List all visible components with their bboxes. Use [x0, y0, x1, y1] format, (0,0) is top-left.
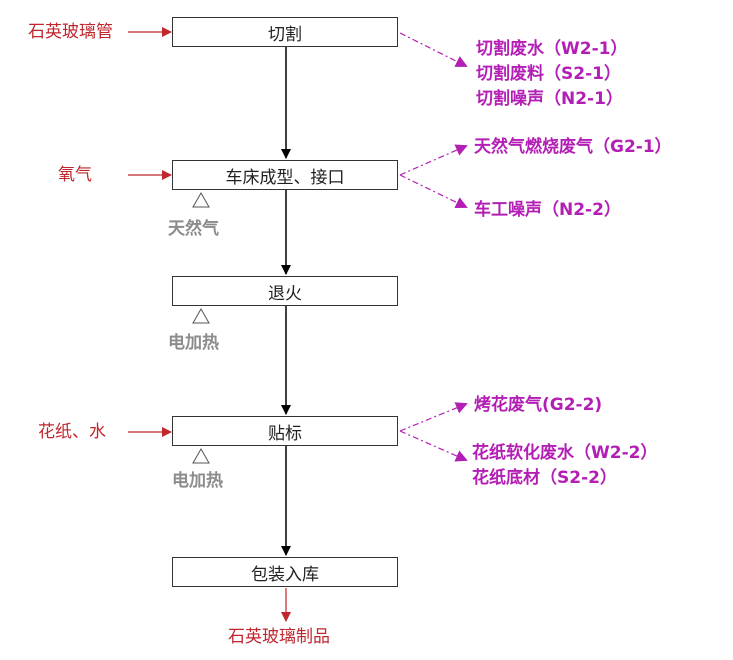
input-label-label: 花纸、水 — [38, 422, 106, 442]
energy-anneal-label: 电加热 — [168, 333, 219, 353]
final-product-label: 石英玻璃制品 — [228, 627, 330, 647]
energy-label-label: 电加热 — [172, 471, 223, 491]
output-arrow-label-gas — [399, 402, 468, 432]
energy-triangle-label — [192, 447, 210, 464]
output-lathe-gas: 天然气燃烧废气（G2-1） — [474, 137, 672, 157]
output-arrow-lathe-noise — [399, 174, 468, 209]
step-pack-box: 包装入库 — [172, 557, 398, 587]
output-arrow-lathe-gas — [399, 144, 468, 176]
output-label-gas: 烤花废气(G2-2) — [474, 395, 603, 415]
output-lathe-noise: 车工噪声（N2-2） — [474, 200, 621, 220]
step-label-box: 贴标 — [172, 416, 398, 446]
step-anneal-box: 退火 — [172, 276, 398, 306]
output-label-wastewater: 花纸软化废水（W2-2） — [472, 443, 658, 463]
input-cut-label: 石英玻璃管 — [28, 22, 113, 42]
output-cut-noise: 切割噪声（N2-1） — [476, 89, 623, 109]
step-lathe-box: 车床成型、接口 — [172, 160, 398, 190]
step-cut-label: 切割 — [268, 24, 302, 45]
step-lathe-label: 车床成型、接口 — [225, 167, 345, 188]
output-cut-scrap: 切割废料（S2-1） — [476, 64, 621, 84]
energy-triangle-lathe — [192, 191, 210, 208]
output-arrow-label-waste — [399, 430, 468, 462]
step-cut-box: 切割 — [172, 17, 398, 47]
energy-lathe-label: 天然气 — [168, 219, 219, 239]
step-label-label: 贴标 — [268, 423, 302, 444]
energy-triangle-anneal — [192, 307, 210, 324]
input-lathe-label: 氧气 — [58, 165, 92, 185]
output-label-substrate: 花纸底材（S2-2） — [472, 468, 617, 488]
output-cut-wastewater: 切割废水（W2-1） — [476, 39, 628, 59]
step-anneal-label: 退火 — [268, 283, 302, 304]
step-pack-label: 包装入库 — [251, 564, 319, 585]
output-arrow-cut — [399, 32, 468, 67]
